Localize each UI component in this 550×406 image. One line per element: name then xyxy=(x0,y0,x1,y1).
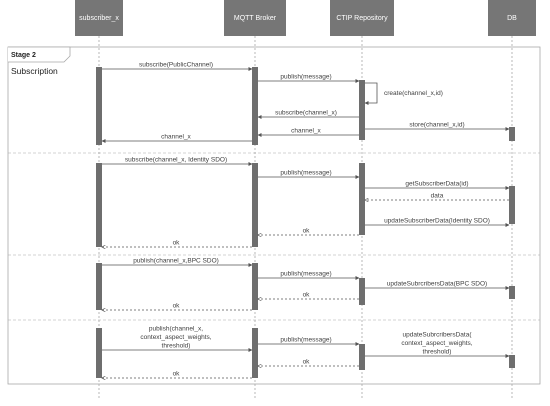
message-label: ok xyxy=(173,371,181,378)
message-label: threshold) xyxy=(423,349,452,356)
message-label: publish(message) xyxy=(280,170,331,177)
message: updateSubscriberData(Identity SDO) xyxy=(365,218,510,227)
participant-db-label: DB xyxy=(507,14,517,22)
activation-bar xyxy=(509,127,515,141)
message: subscribe(PublicChannel) xyxy=(102,62,253,71)
stage-title: Subscription xyxy=(11,66,58,76)
message: publish(channel_x,context_aspect_weights… xyxy=(102,326,253,352)
message: ok xyxy=(258,292,359,300)
activation-bar xyxy=(96,67,102,145)
message-label: create(channel_x,id) xyxy=(384,90,443,97)
message: publish(message) xyxy=(258,74,360,83)
message: ok xyxy=(258,359,359,367)
stage-tag: Stage 2 xyxy=(11,52,36,59)
message-label: ok xyxy=(303,359,311,366)
activation-bar xyxy=(252,263,258,310)
message-label: updateSubrcribersData(BPC SDO) xyxy=(387,281,487,288)
participant-broker-header: MQTT Broker xyxy=(224,0,286,36)
message-label: channel_x xyxy=(161,134,191,141)
participant-broker-label: MQTT Broker xyxy=(233,14,277,22)
message-label: ok xyxy=(173,303,181,310)
message-label: publish(message) xyxy=(280,74,331,81)
message-label: subscribe(PublicChannel) xyxy=(139,62,213,69)
stage-frame-tab xyxy=(8,46,71,63)
message: subscribe(channel_x) xyxy=(257,110,359,119)
message: getSubscriberData(id) xyxy=(365,181,510,190)
activation-bar xyxy=(509,186,515,224)
activation-bar xyxy=(509,286,515,299)
message: ok xyxy=(258,228,359,236)
activation-bar xyxy=(359,80,365,140)
message-label: threshold) xyxy=(162,343,191,350)
activation-bar xyxy=(252,67,258,145)
message-arrow xyxy=(364,82,378,105)
message: channel_x xyxy=(101,134,252,143)
activation-bars xyxy=(96,67,515,378)
participant-repository-header: CTIP Repository xyxy=(330,0,394,36)
activation-bar xyxy=(509,355,515,368)
message-label: subscribe(channel_x) xyxy=(275,110,337,117)
activation-bar xyxy=(96,328,102,378)
message: create(channel_x,id) xyxy=(364,82,443,105)
message-label: getSubscriberData(id) xyxy=(405,181,468,188)
message-label: data xyxy=(431,193,444,200)
message-label: publish(channel_x,BPC SDO) xyxy=(133,258,219,265)
message: publish(message) xyxy=(258,271,360,280)
message: updateSubrcribersData(context_aspect_wei… xyxy=(365,332,510,358)
message-label: channel_x xyxy=(291,128,321,135)
activation-bar xyxy=(359,163,365,235)
message-label: store(channel_x,id) xyxy=(409,122,464,129)
stage-frame xyxy=(7,46,541,385)
activation-bar xyxy=(96,263,102,310)
participant-subscriber-label: subscriber_x xyxy=(79,14,119,22)
message: ok xyxy=(102,371,252,379)
message: updateSubrcribersData(BPC SDO) xyxy=(365,281,510,290)
activation-bar xyxy=(252,328,258,378)
message-label: updateSubrcribersData( xyxy=(402,332,472,339)
message-label: subscribe(channel_x, Identity SDO) xyxy=(125,157,227,164)
message-label: ok xyxy=(303,228,311,235)
activation-bar xyxy=(359,344,365,370)
message: ok xyxy=(102,303,252,311)
message-label: publish(message) xyxy=(280,271,331,278)
participant-subscriber-header: subscriber_x xyxy=(75,0,123,36)
activation-bar xyxy=(359,278,365,305)
message-label: publish(channel_x, xyxy=(149,326,203,333)
message-label: ok xyxy=(173,240,181,247)
message: data xyxy=(365,193,509,201)
participant-repository-label: CTIP Repository xyxy=(336,14,388,22)
message: ok xyxy=(102,240,252,248)
participant-db-header: DB xyxy=(488,0,536,36)
message: store(channel_x,id) xyxy=(365,122,510,131)
activation-bar xyxy=(252,163,258,247)
messages: subscribe(PublicChannel) publish(message)… xyxy=(101,62,510,379)
message: subscribe(channel_x, Identity SDO) xyxy=(102,157,253,166)
message-label: ok xyxy=(303,292,311,299)
message-label: publish(message) xyxy=(280,337,331,344)
activation-bar xyxy=(96,163,102,247)
message: publish(message) xyxy=(258,337,360,346)
message: publish(message) xyxy=(258,170,360,179)
message-label: updateSubscriberData(Identity SDO) xyxy=(384,218,490,225)
message-label: context_aspect_weights, xyxy=(140,334,211,341)
message: channel_x xyxy=(257,128,359,137)
message: publish(channel_x,BPC SDO) xyxy=(102,258,253,267)
message-label: context_aspect_weights, xyxy=(401,340,472,347)
